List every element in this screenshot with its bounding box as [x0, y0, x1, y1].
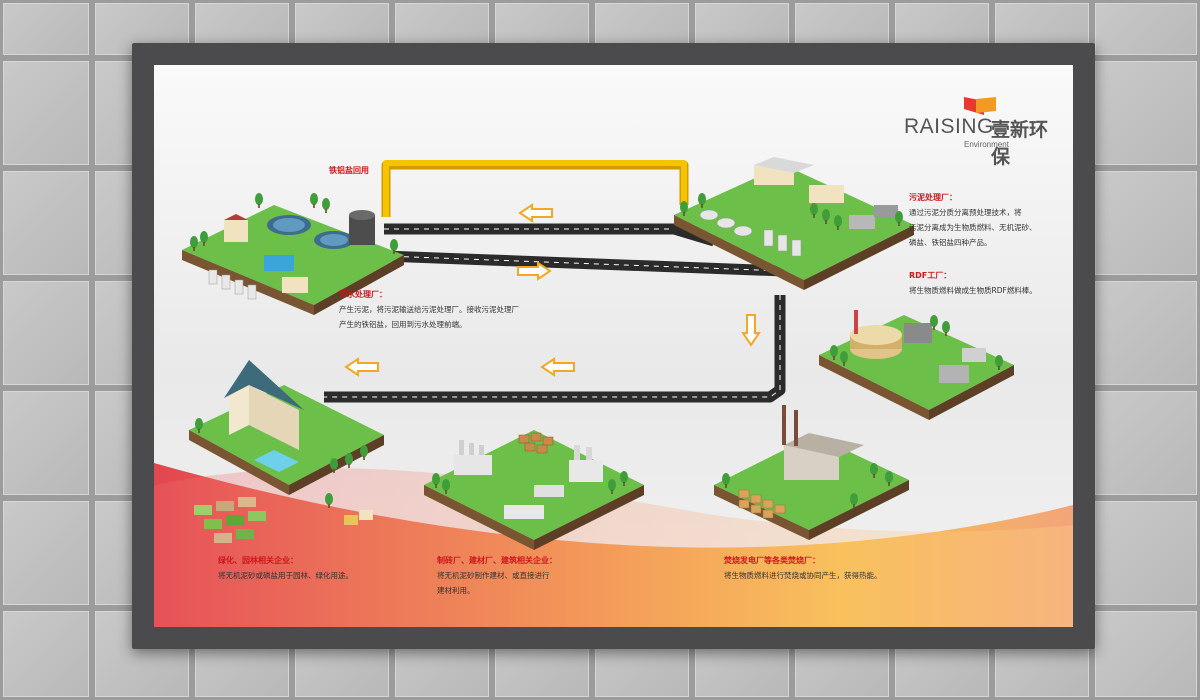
brick-factory-illustration [424, 430, 644, 550]
wave-overlay [154, 468, 1073, 627]
wall-tile [3, 171, 89, 275]
flow-arrows [344, 203, 761, 377]
pipe [383, 160, 687, 217]
iron-aluminum-label: 铁铝盐回用 [329, 166, 369, 175]
sludge-plant-illustration [674, 157, 914, 290]
wall-tile [3, 3, 89, 55]
arrow-left-low2 [344, 357, 379, 377]
wall-tile [1095, 3, 1197, 55]
diagram-canvas [154, 157, 1073, 627]
brick-factory-title: 制砖厂、建材厂、建筑相关企业： [437, 556, 557, 565]
wall-tile [1095, 281, 1197, 385]
brand-logo: RAISING 壹新环保 Environment [904, 95, 1064, 168]
sewage-plant-illustration [182, 193, 404, 315]
incineration-plant-illustration [714, 405, 909, 540]
rdf-plant-note: RDF工厂： 将生物质燃料做成生物质RDF燃料棒。 [909, 268, 1069, 298]
wall-tile [3, 611, 89, 697]
sludge-plant-note: 污泥处理厂： 通过污泥分质分离预处理技术，将 污泥分离成为生物质燃料、无机泥砂、… [909, 190, 1069, 250]
logo-sub-text: Environment [964, 140, 1009, 149]
arrow-left-low1 [540, 357, 575, 377]
sewage-plant-note: 污水处理厂： 产生污泥，将污泥输送给污泥处理厂。接收污泥处理厂 产生的铁铝盐，回… [339, 287, 569, 332]
incineration-title: 焚烧发电厂等各类焚烧厂： [724, 556, 820, 565]
sludge-plant-title: 污泥处理厂： [909, 193, 957, 202]
arrow-right-mid [517, 261, 552, 281]
logo-brand-text: RAISING [904, 115, 994, 138]
wall-tile [1095, 391, 1197, 495]
wall-tile [3, 391, 89, 495]
brick-factory-note: 制砖厂、建材厂、建筑相关企业： 将无机泥砂制作建材、或直接进行 建材利用。 [437, 553, 627, 598]
logo-brand-cn: 壹新环保 [991, 119, 1049, 168]
arrow-down [741, 314, 761, 347]
incineration-note: 焚烧发电厂等各类焚烧厂： 将生物质燃料进行焚烧或协同产生，获得热能。 [724, 553, 924, 583]
wall-tile [1095, 501, 1197, 605]
rdf-plant-illustration [819, 310, 1014, 420]
wall-tile [3, 501, 89, 605]
greening-title: 绿化、园林相关企业： [218, 556, 298, 565]
rdf-plant-title: RDF工厂： [909, 271, 952, 280]
sewage-plant-title: 污水处理厂： [339, 290, 387, 299]
poster-frame: RAISING 壹新环保 Environment 铁铝盐回用 污泥处理厂： 通过… [132, 43, 1095, 649]
wall-tile [3, 281, 89, 385]
logo-flag-icon [964, 97, 996, 115]
wall-tile [3, 61, 89, 165]
wall-tile [1095, 611, 1197, 697]
wall-tile [1095, 61, 1197, 165]
garden-illustration [189, 360, 384, 543]
arrow-left-top [518, 203, 553, 223]
greening-note: 绿化、园林相关企业： 将无机泥砂或磷盐用于园林、绿化用途。 [218, 553, 418, 583]
wall-tile [1095, 171, 1197, 275]
poster-board: RAISING 壹新环保 Environment 铁铝盐回用 污泥处理厂： 通过… [154, 65, 1073, 627]
